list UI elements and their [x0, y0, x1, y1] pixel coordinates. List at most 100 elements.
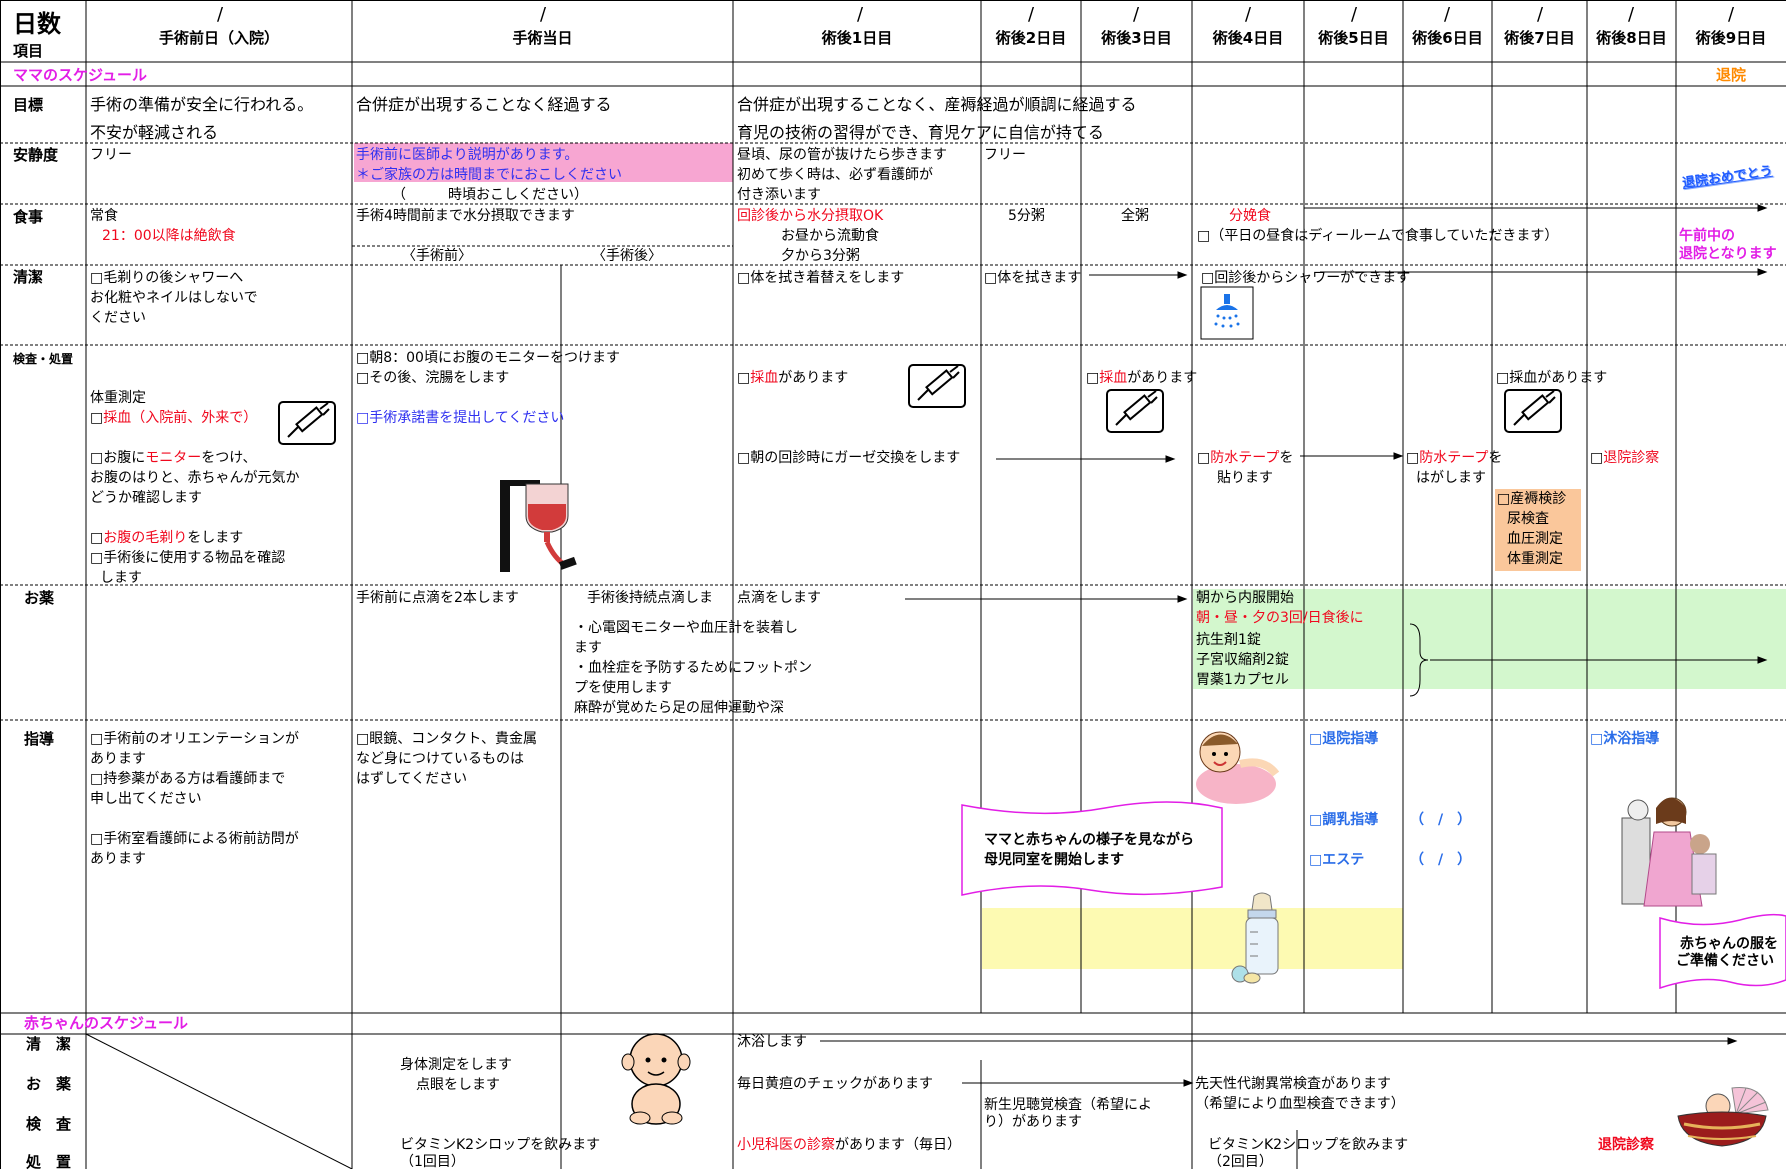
baby-d2-hearing-2: り）があります [984, 1114, 1082, 1130]
day-header: 術後5日目 [1318, 29, 1389, 47]
guide-bath: □沐浴指導 [1590, 731, 1660, 747]
guide-pre-5: □手術室看護師による術前訪問が [90, 831, 299, 847]
exam-d8-discharge: □退院診察 [1590, 448, 1659, 468]
syringe-icon [1106, 389, 1164, 433]
meds-day0-pre: 手術前に点滴を2本します [356, 590, 519, 606]
baby-label-clean: 清 潔 [26, 1035, 72, 1053]
rest-day0-3: （ 時頃おこしください） [392, 187, 588, 203]
row-label-meds: お薬 [24, 589, 55, 607]
guide-day0-1: □眼鏡、コンタクト、貴金属 [356, 731, 537, 747]
baby-label-care: 処 置 [26, 1153, 72, 1171]
day-header: 術後2日目 [995, 29, 1067, 47]
date-slash: / [1132, 4, 1140, 25]
blood-test-text: 採血（入院前、外来で） [103, 410, 258, 426]
text: を [1279, 450, 1294, 466]
date-slash: / [1244, 4, 1252, 25]
baby-label-meds: お 薬 [26, 1075, 72, 1093]
esthe-icon [1621, 797, 1717, 907]
meal-pre-1: 常食 [90, 208, 118, 224]
guide-pre-4: 申し出てください [90, 791, 202, 807]
meal-d2: 5分粥 [1008, 208, 1045, 224]
monitor-text: モニター [145, 450, 202, 466]
baby-d9-exam: 退院診察 [1598, 1137, 1654, 1153]
day-header: 術後7日目 [1504, 29, 1575, 47]
meal-d9-1: 午前中の [1679, 228, 1735, 244]
text: をします [187, 530, 244, 546]
exam-d7-check: 体重測定 [1507, 551, 1563, 567]
blood-text: 採血 [750, 370, 779, 386]
row-label-goal: 目標 [13, 96, 44, 114]
rest-day0-2: ＊ご家族の方は時間までにおこしください [356, 167, 622, 183]
meal-d4-note: □（平日の昼食はディールームで食事していただきます） [1197, 228, 1559, 244]
syringe-icon [1504, 389, 1562, 433]
exam-d6-tape: □防水テープを [1406, 448, 1502, 468]
meds-d4-5: 胃薬1カプセル [1196, 672, 1289, 688]
checkbox-mark: □ [1197, 450, 1211, 466]
meds-day0-post: 手術後持続点滴しま [587, 590, 713, 606]
exam-day0-2: □その後、浣腸をします [356, 370, 510, 386]
meds-d4-4: 子宮収縮剤2錠 [1196, 652, 1289, 668]
row-label-exam: 検査・処置 [13, 352, 74, 366]
syringe-icon [278, 401, 336, 445]
baby-d4-metabolic-1: 先天性代謝異常検査があります [1195, 1076, 1391, 1092]
guide-esthe: □エステ [1309, 852, 1365, 868]
clean-pre-2: お化粧やネイルはしないで [90, 290, 258, 306]
shower-icon [1200, 286, 1254, 340]
goal-post-2: 育児の技術の習得ができ、育児ケアに自信が持てる [737, 123, 1104, 142]
goal-post-1: 合併症が出現することなく、産褥経過が順調に経過する [737, 95, 1137, 114]
exam-pre-blood: □採血（入院前、外来で） [90, 408, 257, 428]
rest-d1-1: 昼頃、尿の管が抜けたら歩きます [737, 147, 947, 163]
corner-days: 日数 [13, 10, 61, 38]
text: があります（毎日） [835, 1137, 961, 1153]
meds-d1: 点滴をします [737, 590, 821, 606]
exam-pre-monitor-3: どうか確認します [90, 490, 202, 506]
meds-d4-3: 抗生剤1錠 [1196, 632, 1261, 648]
meal-d9-2: 退院となります [1679, 246, 1777, 262]
text: をつけ、 [201, 450, 257, 466]
row-label-clean: 清潔 [13, 268, 44, 286]
text: があります [778, 370, 849, 386]
date-slash: / [539, 4, 547, 25]
day-header: 手術前日（入院） [158, 29, 279, 47]
meds-d4-1: 朝から内服開始 [1196, 590, 1294, 606]
meds-day0-note: ・心電図モニターや血圧計を装着し [574, 620, 798, 636]
date-slash: / [1443, 4, 1451, 25]
exam-day0-consent: □手術承諾書を提出してください [356, 410, 565, 426]
blood-text: 採血 [1099, 370, 1128, 386]
clean-d4: □回診後からシャワーができます [1201, 270, 1411, 286]
guide-milk-date: （ / ） [1410, 812, 1472, 828]
exam-d1-gauze: □朝の回診時にガーゼ交換をします [737, 450, 961, 466]
day-header: 術後9日目 [1695, 29, 1767, 47]
meal-d3: 全粥 [1121, 208, 1149, 224]
discharge-exam-text: 退院診察 [1603, 450, 1660, 466]
date-slash: / [856, 4, 864, 25]
checkbox-mark: □ [90, 530, 104, 546]
exam-pre-weight: 体重測定 [90, 390, 146, 406]
syringe-icon [908, 364, 966, 408]
rest-d1-3: 付き添います [737, 187, 821, 203]
meal-day0: 手術4時間前まで水分摂取できます [356, 208, 575, 224]
meds-day0-note: 麻酔が覚めたら足の屈伸運動や深 [574, 700, 784, 716]
exam-pre-items-2: します [100, 570, 142, 586]
meal-pre-2: 21：00以降は絶飲食 [102, 228, 236, 244]
guide-discharge: □退院指導 [1309, 731, 1379, 747]
meal-after-label: 〈手術後〉 [592, 248, 662, 264]
clean-d2: □体を拭きます [984, 270, 1082, 286]
date-slash: / [216, 4, 224, 25]
discharge-label: 退院 [1716, 66, 1747, 84]
goal-day0: 合併症が出現することなく経過する [356, 95, 612, 114]
date-slash: / [1727, 4, 1735, 25]
baby-day0-2: 点眼をします [416, 1077, 500, 1093]
baby-care-icon [1196, 731, 1280, 804]
baby-cradle-icon [1677, 1086, 1769, 1147]
exam-d6-tape-2: はがします [1416, 470, 1486, 486]
baby-day0-1: 身体測定をします [400, 1057, 512, 1073]
rest-d2: フリー [984, 147, 1026, 163]
text: を [1488, 450, 1503, 466]
baby-label-exam: 検 査 [26, 1115, 72, 1133]
guide-day0-3: はずしてください [356, 771, 468, 787]
checkbox-mark: □ [1086, 370, 1100, 386]
date-slash: / [1350, 4, 1358, 25]
clean-pre-1: □毛剃りの後シャワーへ [90, 270, 244, 286]
goal-pre-1: 手術の準備が安全に行われる。 [90, 95, 314, 114]
